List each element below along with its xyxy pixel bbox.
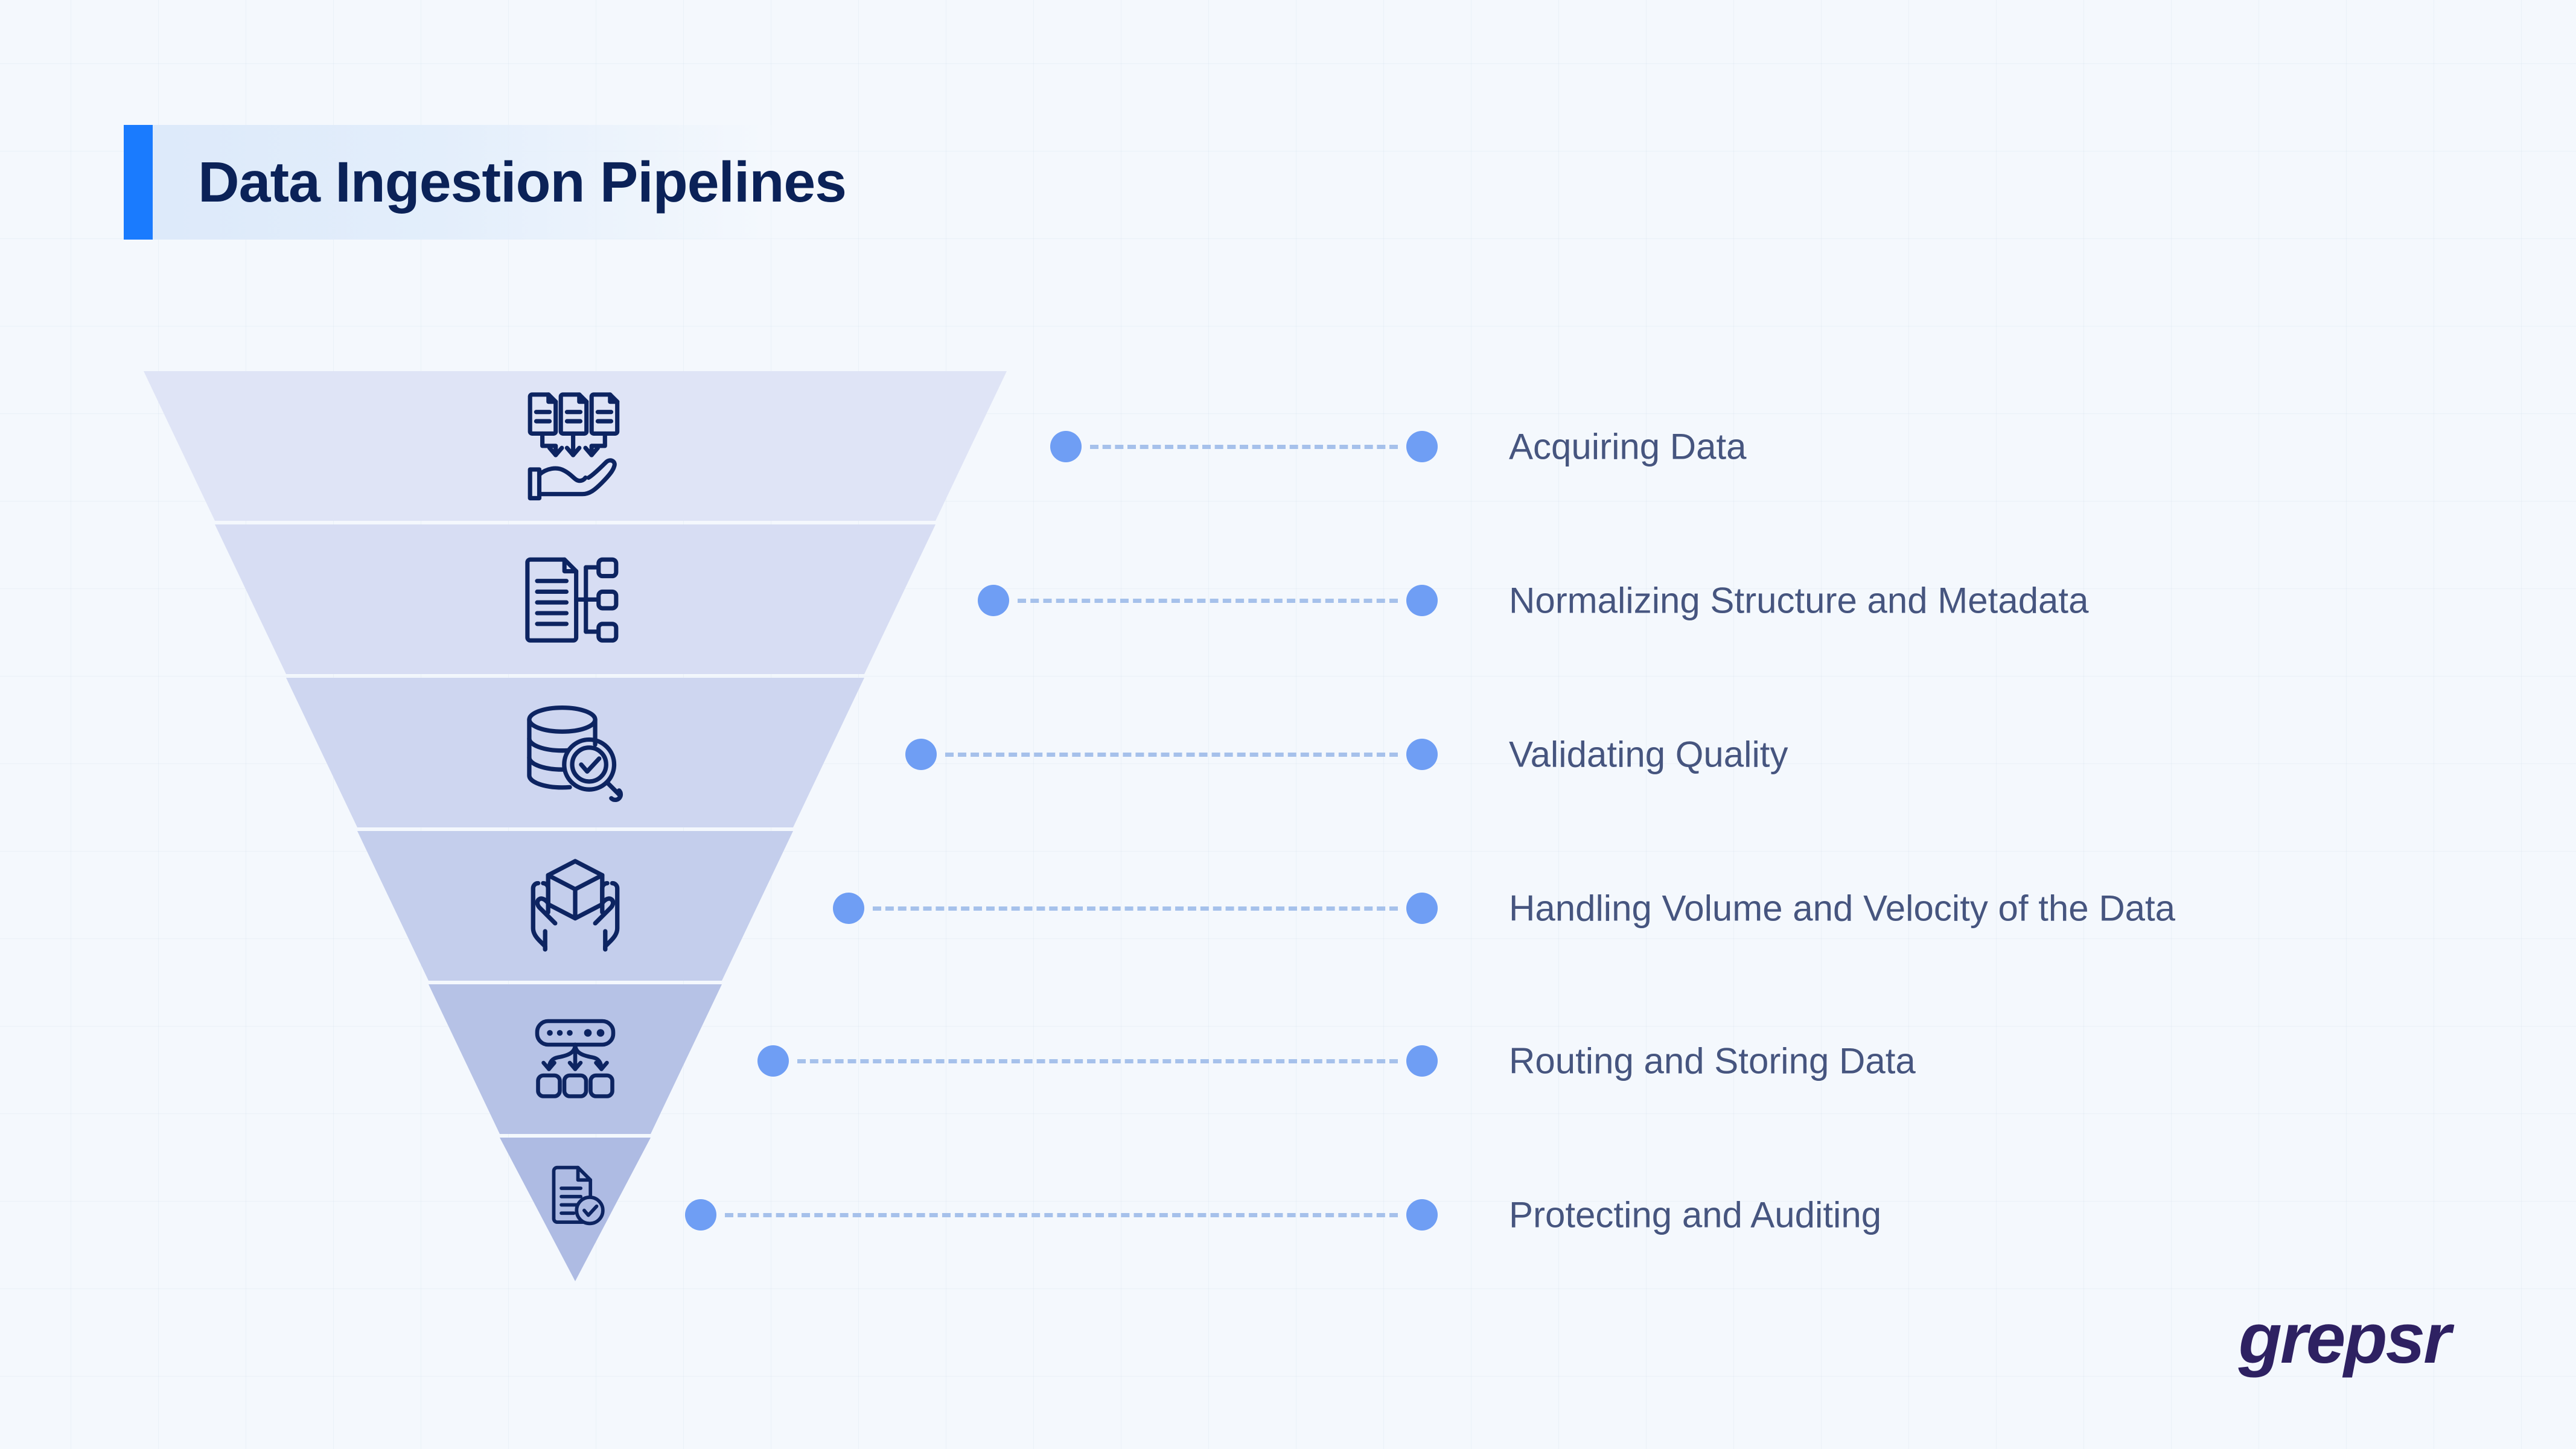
connector-dashed-line [1018,598,1398,603]
connector-row [757,1043,1438,1079]
funnel-segment-2[interactable] [215,524,936,674]
connector-dashed-line [1090,444,1398,449]
connector-dot-right[interactable] [1406,893,1438,924]
connector-dashed-line [725,1212,1398,1217]
title-accent-bar [124,125,153,240]
connector-dashed-line [873,906,1398,911]
connector-dot-right[interactable] [1406,1199,1438,1231]
funnel-segment-5[interactable] [429,984,722,1134]
page-title: Data Ingestion Pipelines [198,150,847,214]
funnel-segment-6[interactable] [500,1138,651,1281]
connector-dot-left[interactable] [905,739,937,770]
funnel-svg [144,371,1007,1281]
connector-dashed-line [797,1059,1398,1063]
connector-dot-right[interactable] [1406,1045,1438,1077]
connector-dot-left[interactable] [833,893,864,924]
connector-dot-left[interactable] [978,585,1009,616]
connector-dashed-line [945,752,1398,757]
stage-label: Protecting and Auditing [1509,1194,1882,1235]
stage-label: Handling Volume and Velocity of the Data [1509,888,2176,929]
funnel-segment-3[interactable] [286,678,864,827]
grepsr-logo: grepsr [2238,1299,2451,1378]
funnel-segment-4[interactable] [357,831,793,981]
connector-dot-right[interactable] [1406,739,1438,770]
funnel-segment-1[interactable] [144,371,1007,521]
connector-row [905,736,1438,772]
stage-label: Acquiring Data [1509,426,1747,467]
connector-row [978,582,1438,619]
connector-row [833,890,1438,926]
connector-dot-right[interactable] [1406,431,1438,462]
page-title-block: Data Ingestion Pipelines [124,125,847,240]
connector-dot-right[interactable] [1406,585,1438,616]
connector-dot-left[interactable] [757,1045,789,1077]
funnel-chart [144,371,1007,1282]
connector-dot-left[interactable] [1050,431,1082,462]
stage-label: Routing and Storing Data [1509,1040,1916,1081]
stage-label: Validating Quality [1509,734,1788,775]
connector-dot-left[interactable] [685,1199,716,1231]
connector-row [1050,428,1438,465]
connector-row [685,1197,1438,1233]
stage-label: Normalizing Structure and Metadata [1509,580,2089,621]
